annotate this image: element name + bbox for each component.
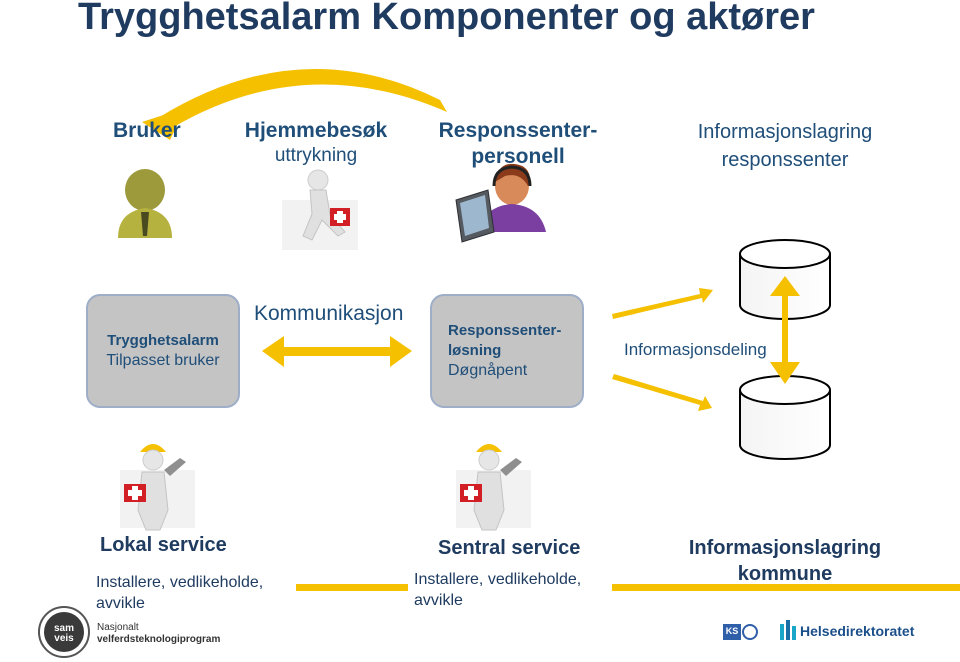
trygghetsalarm-box-title: Trygghetsalarm <box>107 332 219 349</box>
communication-double-arrow <box>262 336 412 367</box>
informasjonsdeling-label: Informasjonsdeling <box>624 340 767 359</box>
ks-logo-icon <box>723 624 758 640</box>
responssenter-box-sub: Døgnåpent <box>448 362 528 379</box>
actor-hjemmebesok: Hjemmebesøk uttrykning <box>236 118 396 168</box>
program-line2: velferdsteknologiprogram <box>97 634 221 645</box>
actor-infolagring-responssenter: Informasjonslagring responssenter <box>670 118 900 174</box>
worker-icon-sentral <box>456 444 531 531</box>
responssenter-box-line1: Responssenter- <box>448 322 562 339</box>
helsedirektoratet-logo-icon <box>780 620 796 640</box>
trygghetsalarm-box-sub: Tilpasset bruker <box>106 352 220 369</box>
kommunikasjon-label: Kommunikasjon <box>254 302 404 325</box>
arrow-to-database-top <box>612 288 713 319</box>
lokal-service-title: Lokal service <box>100 534 227 556</box>
program-line1: Nasjonalt <box>97 622 139 633</box>
curved-arrow <box>142 68 447 140</box>
arrow-to-database-bottom <box>612 374 712 411</box>
actor-responssenter-personell: Responssenter- personell <box>418 118 618 170</box>
responssenter-box-line2: løsning <box>448 342 502 359</box>
actor-personell-line2: personell <box>471 145 565 168</box>
database-bottom-icon <box>739 375 831 460</box>
actor-hjemmebesok-sub: uttrykning <box>274 145 358 166</box>
samveis-logo-icon <box>38 606 90 658</box>
actor-hjemmebesok-title: Hjemmebesøk <box>244 119 388 142</box>
sentral-service-title: Sentral service <box>438 537 581 559</box>
samveis-logo-text: sam veis <box>53 623 74 644</box>
lokal-service-sub: Installere, vedlikeholde, avvikle <box>96 574 264 612</box>
sentral-service-sub: Installere, vedlikeholde, avvikle <box>414 571 582 609</box>
worker-icon-lokal <box>120 444 195 531</box>
user-icon <box>118 169 172 238</box>
helsedirektoratet-text: Helsedirektoratet <box>800 623 915 639</box>
operator-icon <box>455 163 546 243</box>
runner-icon <box>282 169 358 250</box>
infolagring-kommune-line2: kommune <box>737 563 833 585</box>
actor-infolagring-line2: responssenter <box>721 149 849 171</box>
trygghetsalarm-box: Trygghetsalarm Tilpasset bruker <box>86 294 240 408</box>
actor-personell-line1: Responssenter- <box>438 119 598 142</box>
actor-bruker-label: Bruker <box>113 119 181 142</box>
responssenter-box: Responssenter- løsning Døgnåpent <box>430 294 584 408</box>
bottom-yellow-line <box>296 584 960 591</box>
infolagring-kommune-line1: Informasjonslagring <box>688 537 882 559</box>
actor-infolagring-line1: Informasjonslagring <box>697 121 873 143</box>
ks-logo-text: KS <box>725 626 739 636</box>
page-title: Trygghetsalarm Komponenter og aktører <box>78 0 815 38</box>
vertical-double-arrow <box>770 276 800 384</box>
infolagring-kommune: Informasjonslagring kommune <box>670 534 900 586</box>
actor-bruker: Bruker <box>113 118 181 144</box>
